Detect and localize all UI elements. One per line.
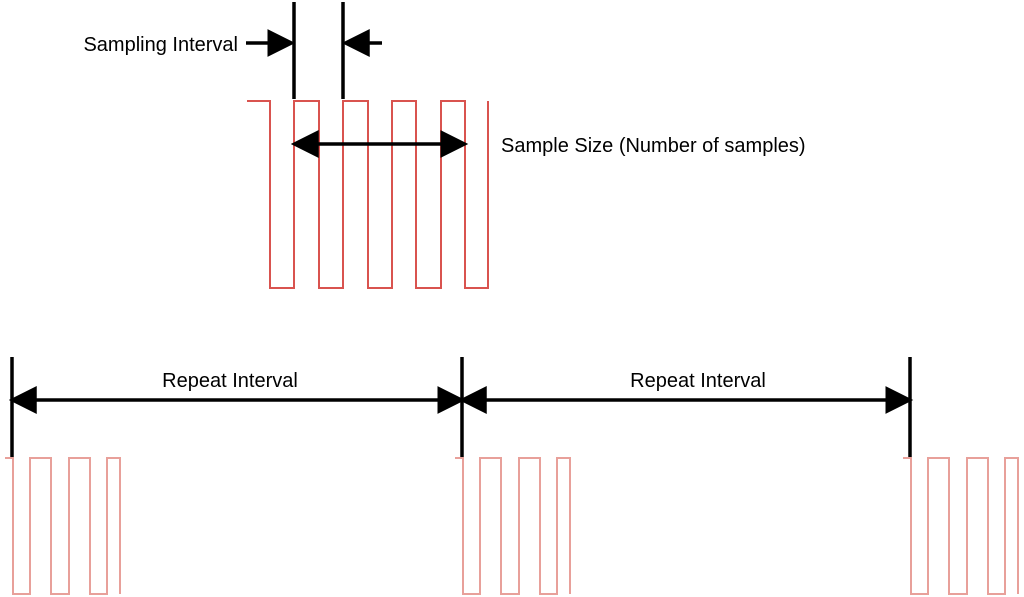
sampling-interval-label: Sampling Interval [83, 34, 238, 56]
repeat-interval-label-1: Repeat Interval [162, 370, 298, 392]
sample-size-label: Sample Size (Number of samples) [501, 135, 806, 157]
pulse-burst-2 [455, 457, 571, 595]
pulse-burst-3 [903, 457, 1019, 595]
sample-pulse-train [247, 100, 489, 289]
pulse-burst-1 [5, 457, 121, 595]
repeat-interval-label-2: Repeat Interval [630, 370, 766, 392]
